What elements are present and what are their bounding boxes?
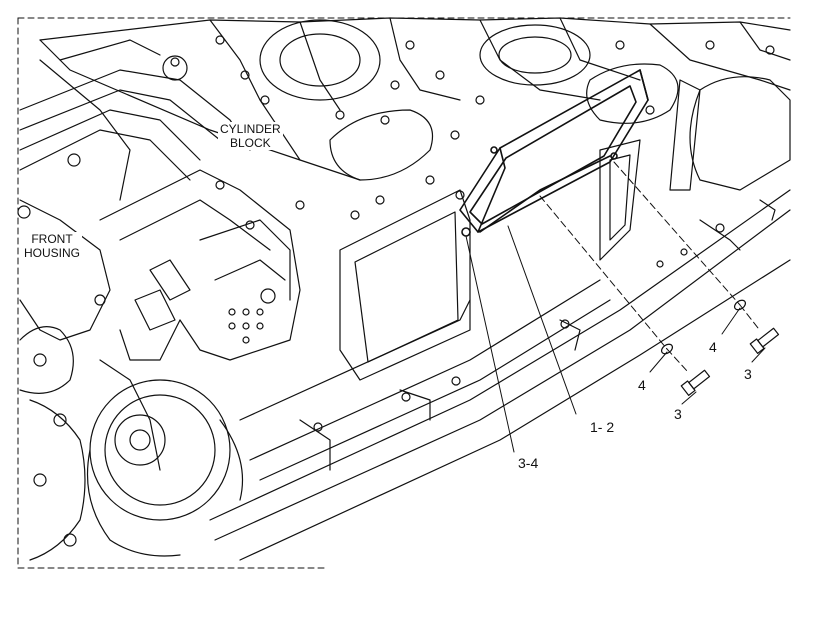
lower-crankcase-rails — [210, 190, 790, 560]
block-side-opening — [340, 80, 700, 380]
callout-bolt-lower: 3 — [674, 406, 682, 422]
front-gear — [88, 380, 243, 556]
front-housing — [20, 200, 160, 560]
callout-washer-lower: 4 — [638, 377, 646, 393]
front-face — [100, 170, 300, 360]
side-cover-plate — [460, 70, 648, 236]
fasteners — [660, 298, 780, 395]
cylinder-block-label-line2: BLOCK — [230, 136, 271, 150]
assembly-lines — [540, 162, 758, 372]
front-housing-label-line1: FRONT — [31, 232, 73, 246]
callout-bolt-upper: 3 — [744, 366, 752, 382]
front-housing-label-line2: HOUSING — [24, 246, 81, 260]
callout-cover-gasket: 1- 2 — [590, 419, 615, 435]
callout-bolt-washer-assembly: 3-4 — [518, 455, 539, 471]
cylinder-block-label-line1: CYLINDER — [220, 122, 281, 136]
cylinder-block-label: CYLINDER BLOCK — [218, 122, 283, 150]
callout-washer-upper: 4 — [709, 339, 717, 355]
cylinder-block-body — [18, 18, 790, 229]
leader-lines — [466, 226, 765, 452]
view-border — [18, 18, 790, 568]
front-housing-label: FRONT HOUSING — [22, 232, 83, 260]
